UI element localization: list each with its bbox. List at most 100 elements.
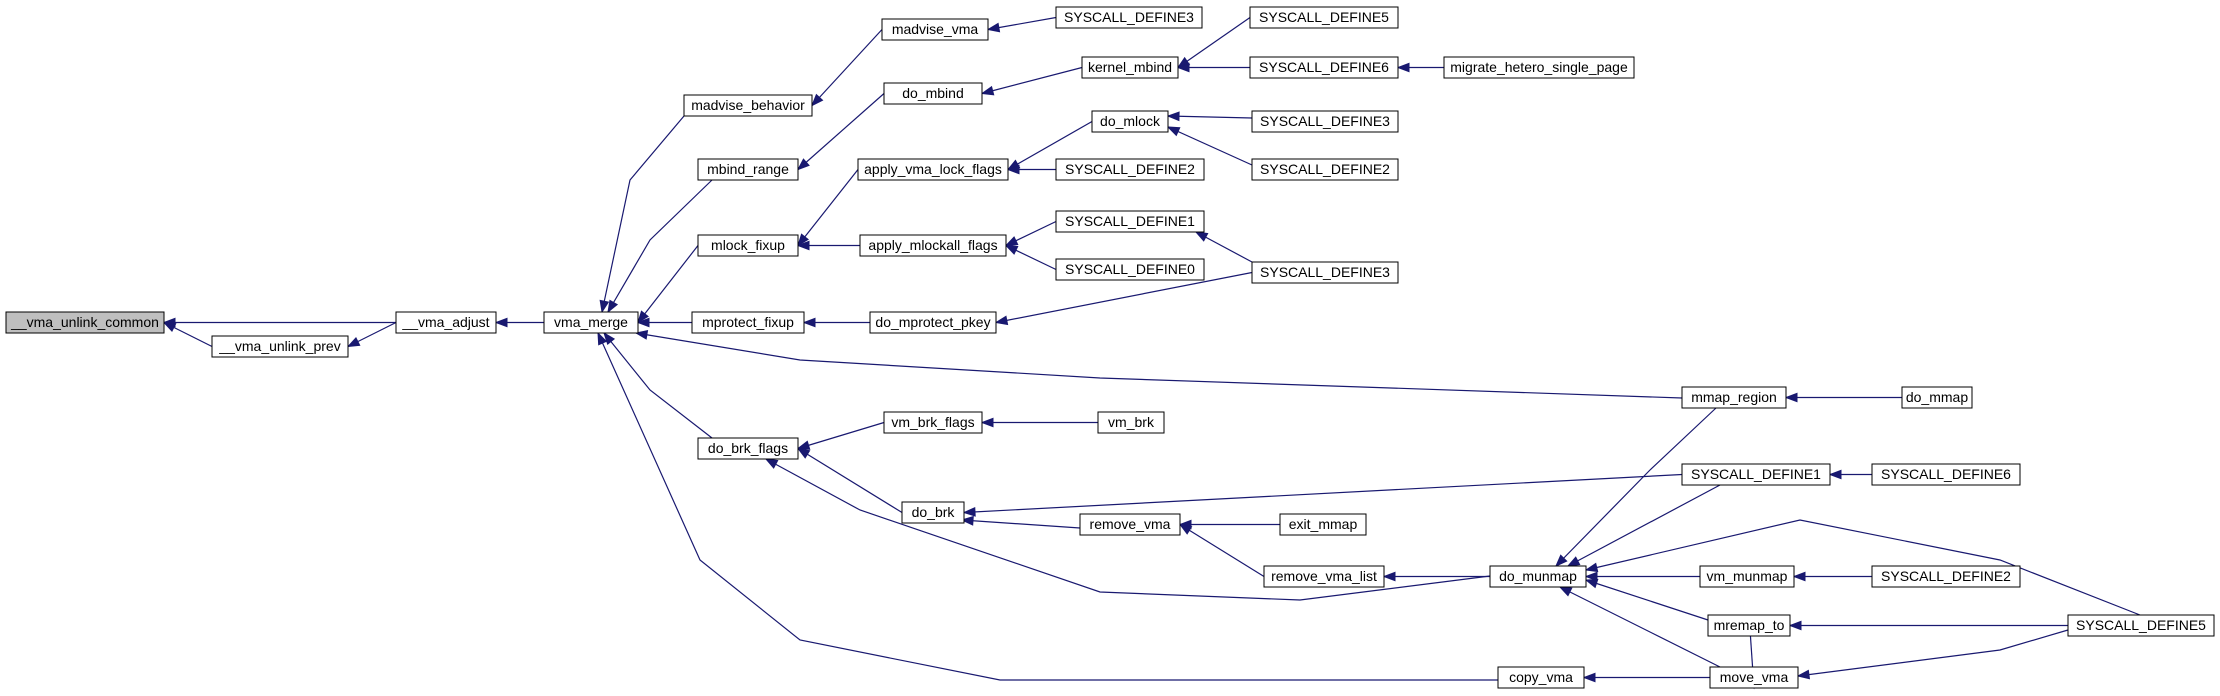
- node-vma-unlink-prev[interactable]: __vma_unlink_prev: [218, 338, 340, 354]
- node-box-apply-mlockall-flags: [859, 234, 1007, 257]
- node-box-syscall-define3-c: [1251, 261, 1399, 284]
- edge-do-munmap-to-sd5-b: [1585, 519, 2141, 616]
- arrowhead-do-brk-to-remove-vma: [960, 515, 974, 526]
- node-box-mlock-fixup: [697, 234, 799, 257]
- node-box-syscall-define1-b: [1681, 463, 1831, 486]
- node-migrate-hetero-single-page[interactable]: migrate_hetero_single_page: [1450, 59, 1628, 75]
- node-box-syscall-define6-b: [1871, 463, 2021, 486]
- arrowhead-vm-munmap-to-sd2-c: [1792, 571, 1806, 582]
- node-syscall-define3-a[interactable]: SYSCALL_DEFINE3: [1064, 9, 1194, 25]
- arrowhead-vma-merge-to-copy-vma: [597, 331, 608, 346]
- node-mlock-fixup[interactable]: mlock_fixup: [711, 237, 785, 253]
- node-box-vma-unlink-common: [5, 311, 165, 334]
- edge-do-munmap-to-sd1-b: [1567, 484, 1721, 567]
- node-box-do-mlock: [1091, 110, 1169, 133]
- arrowhead-apply-vma-lock-flags-to-sd2-a: [1006, 164, 1020, 175]
- node-remove-vma-list[interactable]: remove_vma_list: [1271, 568, 1377, 584]
- node-syscall-define1-b[interactable]: SYSCALL_DEFINE1: [1691, 466, 1821, 482]
- edge-vma-merge-to-do-brk-flags: [603, 332, 713, 439]
- node-syscall-define0[interactable]: SYSCALL_DEFINE0: [1065, 261, 1195, 277]
- node-mbind-range[interactable]: mbind_range: [707, 161, 789, 177]
- node-vma-unlink-common[interactable]: __vma_unlink_common: [10, 314, 159, 330]
- node-exit-mmap[interactable]: exit_mmap: [1289, 516, 1358, 532]
- node-do-mbind[interactable]: do_mbind: [902, 85, 964, 101]
- node-mprotect-fixup[interactable]: mprotect_fixup: [702, 314, 794, 330]
- node-syscall-define3-b[interactable]: SYSCALL_DEFINE3: [1260, 113, 1390, 129]
- node-box-mremap-to: [1707, 614, 1791, 637]
- node-box-do-brk: [901, 501, 965, 524]
- node-kernel-mbind[interactable]: kernel_mbind: [1088, 59, 1172, 75]
- arrowhead-do-mlock-to-sd2-b: [1166, 126, 1181, 137]
- node-do-brk[interactable]: do_brk: [912, 504, 956, 520]
- arrowhead-madvise-behavior-to-madvise-vma: [811, 93, 824, 107]
- arrowhead-apply-mlockall-flags-to-sd0: [1004, 244, 1019, 255]
- node-syscall-define2-c[interactable]: SYSCALL_DEFINE2: [1881, 568, 2011, 584]
- node-vm-brk[interactable]: vm_brk: [1108, 414, 1155, 430]
- arrowhead-mlock-fixup-to-apply-vma-lock-flags: [797, 233, 809, 247]
- arrowhead-vma-merge-to-mmap-region: [634, 330, 649, 340]
- node-syscall-define6-b[interactable]: SYSCALL_DEFINE6: [1881, 466, 2011, 482]
- node-box-vm-brk: [1097, 411, 1165, 434]
- node-box-madvise-behavior: [683, 94, 813, 117]
- node-syscall-define1-a[interactable]: SYSCALL_DEFINE1: [1065, 213, 1195, 229]
- node-syscall-define5-b[interactable]: SYSCALL_DEFINE5: [2076, 617, 2206, 633]
- node-apply-vma-lock-flags[interactable]: apply_vma_lock_flags: [864, 161, 1002, 177]
- arrowhead-vm-brk-flags-to-vm-brk: [980, 417, 994, 428]
- arrowhead-copy-vma-to-move-vma: [1582, 672, 1596, 683]
- arrowhead-mbind-range-to-do-mbind: [796, 158, 810, 171]
- node-madvise-vma[interactable]: madvise_vma: [892, 21, 979, 37]
- node-vm-brk-flags[interactable]: vm_brk_flags: [891, 414, 974, 430]
- arrowhead-apply-mlockall-flags-to-sd1-a: [1004, 236, 1019, 247]
- node-do-munmap[interactable]: do_munmap: [1499, 568, 1577, 584]
- node-syscall-define6-a[interactable]: SYSCALL_DEFINE6: [1259, 59, 1389, 75]
- edge-vma-merge-to-mmap-region: [635, 332, 1683, 399]
- node-box-do-brk-flags: [697, 437, 799, 460]
- edge-do-mbind-to-kernel-mbind: [981, 66, 1083, 95]
- node-box-remove-vma: [1079, 513, 1181, 536]
- arrowhead-madvise-vma-to-sd3-a: [986, 22, 1001, 33]
- arrowhead-do-brk-flags-to-do-munmap: [764, 458, 779, 469]
- edge-do-mlock-to-sd2-b: [1167, 126, 1253, 166]
- node-copy-vma[interactable]: copy_vma: [1509, 669, 1573, 685]
- node-move-vma[interactable]: move_vma: [1720, 669, 1789, 685]
- edge-do-munmap-to-mremap-to: [1585, 579, 1709, 621]
- node-box-mprotect-fixup: [691, 311, 805, 334]
- node-vm-munmap[interactable]: vm_munmap: [1707, 568, 1788, 584]
- arrowhead-mlock-fixup-to-apply-mlockall-flags: [796, 240, 810, 251]
- node-apply-mlockall-flags[interactable]: apply_mlockall_flags: [868, 237, 997, 253]
- node-madvise-behavior[interactable]: madvise_behavior: [691, 97, 805, 113]
- node-syscall-define2-a[interactable]: SYSCALL_DEFINE2: [1065, 161, 1195, 177]
- arrowhead-kernel-mbind-to-sd6-a: [1176, 62, 1190, 73]
- graph-edges: [162, 16, 2141, 690]
- node-mmap-region[interactable]: mmap_region: [1691, 389, 1777, 405]
- arrowhead-sd1-a-to-sd3-c: [1194, 231, 1209, 242]
- arrowhead-remove-vma-to-remove-vma-list: [1178, 523, 1193, 535]
- node-box-copy-vma: [1497, 666, 1585, 689]
- node-mremap-to[interactable]: mremap_to: [1714, 617, 1785, 633]
- node-box-do-mmap: [1901, 386, 1973, 409]
- arrowhead-do-munmap-to-mmap-region: [1555, 554, 1568, 568]
- edge-do-mprotect-pkey-to-sd3-c: [995, 271, 1253, 324]
- node-syscall-define2-b[interactable]: SYSCALL_DEFINE2: [1260, 161, 1390, 177]
- node-do-mlock[interactable]: do_mlock: [1100, 113, 1161, 129]
- node-box-vma-adjust: [395, 311, 497, 334]
- node-do-mprotect-pkey[interactable]: do_mprotect_pkey: [875, 314, 990, 330]
- node-box-kernel-mbind: [1081, 56, 1179, 79]
- edge-move-vma-to-sd5-b: [1797, 629, 2069, 677]
- node-box-do-munmap: [1489, 565, 1587, 588]
- edge-kernel-mbind-to-sd5-a: [1177, 17, 1251, 68]
- node-vma-merge[interactable]: vma_merge: [554, 314, 628, 330]
- arrowhead-sd6-a-to-migrate-hetero-single-page: [1396, 62, 1410, 73]
- edge-vma-merge-to-mlock-fixup: [637, 245, 699, 323]
- node-remove-vma[interactable]: remove_vma: [1090, 516, 1171, 532]
- edge-vma-merge-to-copy-vma: [597, 332, 1498, 681]
- node-vma-adjust[interactable]: __vma_adjust: [401, 314, 489, 330]
- node-box-vma-merge: [543, 311, 639, 334]
- node-syscall-define3-c[interactable]: SYSCALL_DEFINE3: [1260, 264, 1390, 280]
- node-do-mmap[interactable]: do_mmap: [1906, 389, 1968, 405]
- edge-remove-vma-to-remove-vma-list: [1179, 523, 1265, 578]
- node-syscall-define5-a[interactable]: SYSCALL_DEFINE5: [1259, 9, 1389, 25]
- node-do-brk-flags[interactable]: do_brk_flags: [708, 440, 788, 456]
- node-box-syscall-define5-a: [1249, 6, 1399, 29]
